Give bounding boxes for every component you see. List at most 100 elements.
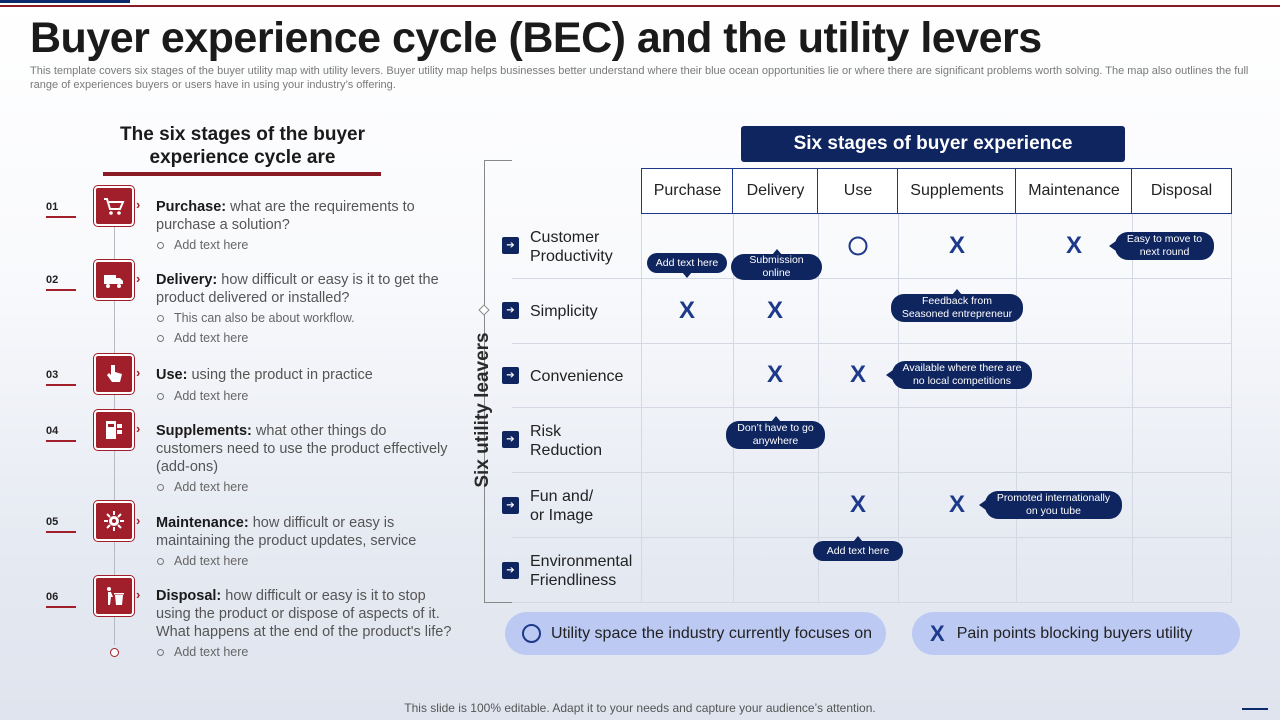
dispose-bin-icon xyxy=(107,587,124,605)
legend-circle: Utility space the industry currently foc… xyxy=(505,612,886,655)
sub-item-text: Add text here xyxy=(174,645,249,659)
footer-note: This slide is 100% editable. Adapt it to… xyxy=(404,701,876,715)
chevron-right-icon: › xyxy=(136,365,141,380)
stage-sub-item: Add text here xyxy=(157,554,248,568)
addon-blocks-icon xyxy=(106,421,122,439)
stage-sub-item: This can also be about workflow. xyxy=(157,311,355,325)
chevron-right-icon: › xyxy=(136,197,141,212)
row-label-risk-reduction: Risk Reduction xyxy=(530,423,603,459)
row-arrow-icon: ➔ xyxy=(502,497,519,514)
bullet-circle-icon xyxy=(157,242,164,250)
grid-line xyxy=(512,278,1232,279)
callout-available: Available where there are no local compe… xyxy=(886,361,1032,389)
callout-pointer xyxy=(952,289,962,295)
page-title: Buyer experience cycle (BEC) and the uti… xyxy=(30,14,1042,62)
callout-text: Promoted internationally on you tube xyxy=(996,492,1111,517)
stage-number: 01 xyxy=(46,201,76,218)
row-label-environmental-friendliness: Environmental Friendliness xyxy=(530,553,633,589)
stage-sub-item: Add text here xyxy=(157,480,248,494)
row-arrow-icon: ➔ xyxy=(502,431,519,448)
grid-line xyxy=(512,343,1232,344)
stage-description: Supplements: what other things do custom… xyxy=(156,422,456,476)
delivery-truck-icon xyxy=(104,275,123,288)
stage-icon-box xyxy=(94,354,134,394)
bullet-circle-icon xyxy=(157,649,164,657)
sub-item-text: Add text here xyxy=(174,238,249,252)
grid-line xyxy=(512,472,1232,473)
levers-bracket xyxy=(484,160,512,603)
gear-wrench-icon xyxy=(104,511,124,531)
cross-mark: X xyxy=(766,361,784,388)
column-header-maintenance: Maintenance xyxy=(1015,168,1133,214)
callout-text: Add text here xyxy=(655,256,719,269)
stage-sub-item: Add text here xyxy=(157,331,248,345)
grid-line xyxy=(512,537,1232,538)
chevron-right-icon: › xyxy=(136,587,141,602)
timeline-end-dot xyxy=(110,648,119,657)
callout-pointer xyxy=(979,500,986,510)
stage-name: Purchase: xyxy=(156,199,227,215)
chevron-right-icon: › xyxy=(136,421,141,436)
cross-mark: X xyxy=(948,491,966,518)
callout-text: Easy to move to next round xyxy=(1126,233,1203,258)
stage-icon-box xyxy=(94,576,134,616)
bullet-circle-icon xyxy=(157,393,164,401)
top-rule xyxy=(0,5,1280,7)
stage-description: Delivery: how difficult or easy is it to… xyxy=(156,271,456,307)
stage-text: how difficult or easy is it to get the p… xyxy=(156,272,439,306)
callout-pointer xyxy=(770,416,781,422)
callout-pointer xyxy=(886,370,893,380)
row-arrow-icon: ➔ xyxy=(502,367,519,384)
cart-icon xyxy=(104,198,125,215)
callout-add-text: Add text here xyxy=(813,536,903,561)
grid-line xyxy=(818,214,819,603)
row-label-fun-image: Fun and/ or Image xyxy=(530,488,594,524)
grid-line xyxy=(1231,214,1232,603)
callout-feedback: Feedback from Seasoned entrepreneur xyxy=(891,289,1023,322)
cross-mark: X xyxy=(849,491,867,518)
sub-item-text: Add text here xyxy=(174,331,249,345)
grid-line xyxy=(641,214,642,603)
sub-item-text: This can also be about workflow. xyxy=(174,311,355,325)
page-description: This template covers six stages of the b… xyxy=(30,65,1249,91)
stages-heading: The six stages of the buyer experience c… xyxy=(120,124,365,168)
cross-mark: X xyxy=(766,297,784,324)
stage-icon-box xyxy=(94,260,134,300)
row-arrow-icon: ➔ xyxy=(502,302,519,319)
utility-levers-label: Six utility leavers xyxy=(472,332,493,488)
bullet-circle-icon xyxy=(157,558,164,566)
grid-line xyxy=(512,407,1232,408)
stage-text: how difficult or easy is it to stop usin… xyxy=(156,588,452,640)
column-header-purchase: Purchase xyxy=(641,168,734,214)
stage-text: how difficult or easy is maintaining the… xyxy=(156,515,417,549)
stages-heading-underline xyxy=(103,172,381,176)
stage-description: Maintenance: how difficult or easy is ma… xyxy=(156,514,456,550)
cross-mark: X xyxy=(948,232,966,259)
row-arrow-icon: ➔ xyxy=(502,237,519,254)
stage-name: Maintenance: xyxy=(156,515,249,531)
column-header-use: Use xyxy=(817,168,899,214)
legend-circle-text: Utility space the industry currently foc… xyxy=(551,624,873,642)
stage-number: 06 xyxy=(46,591,76,608)
stage-icon-box xyxy=(94,410,134,450)
row-label-customer-productivity: Customer Productivity xyxy=(530,229,613,265)
stage-sub-item: Add text here xyxy=(157,645,248,659)
callout-text: Available where there are no local compe… xyxy=(902,362,1022,387)
callout-easy-to-move: Easy to move to next round xyxy=(1109,232,1214,260)
cross-icon: X xyxy=(930,620,945,646)
callout-dont-have-to-go: Don’t have to go anywhere xyxy=(726,416,825,449)
stage-text: what are the requirements to purchase a … xyxy=(156,199,415,233)
row-label-simplicity: Simplicity xyxy=(530,303,598,320)
legend-cross-text: Pain points blocking buyers utility xyxy=(956,624,1193,642)
top-accent-bar xyxy=(0,0,130,3)
stage-icon-box xyxy=(94,186,134,226)
bullet-circle-icon xyxy=(157,484,164,492)
callout-text: Add text here xyxy=(826,544,890,557)
stage-name: Use: xyxy=(156,367,188,383)
sub-item-text: Add text here xyxy=(174,389,249,403)
stage-description: Disposal: how difficult or easy is it to… xyxy=(156,587,456,641)
sub-item-text: Add text here xyxy=(174,554,249,568)
column-header-disposal: Disposal xyxy=(1131,168,1232,214)
callout-pointer xyxy=(771,249,782,255)
chevron-right-icon: › xyxy=(136,513,141,528)
